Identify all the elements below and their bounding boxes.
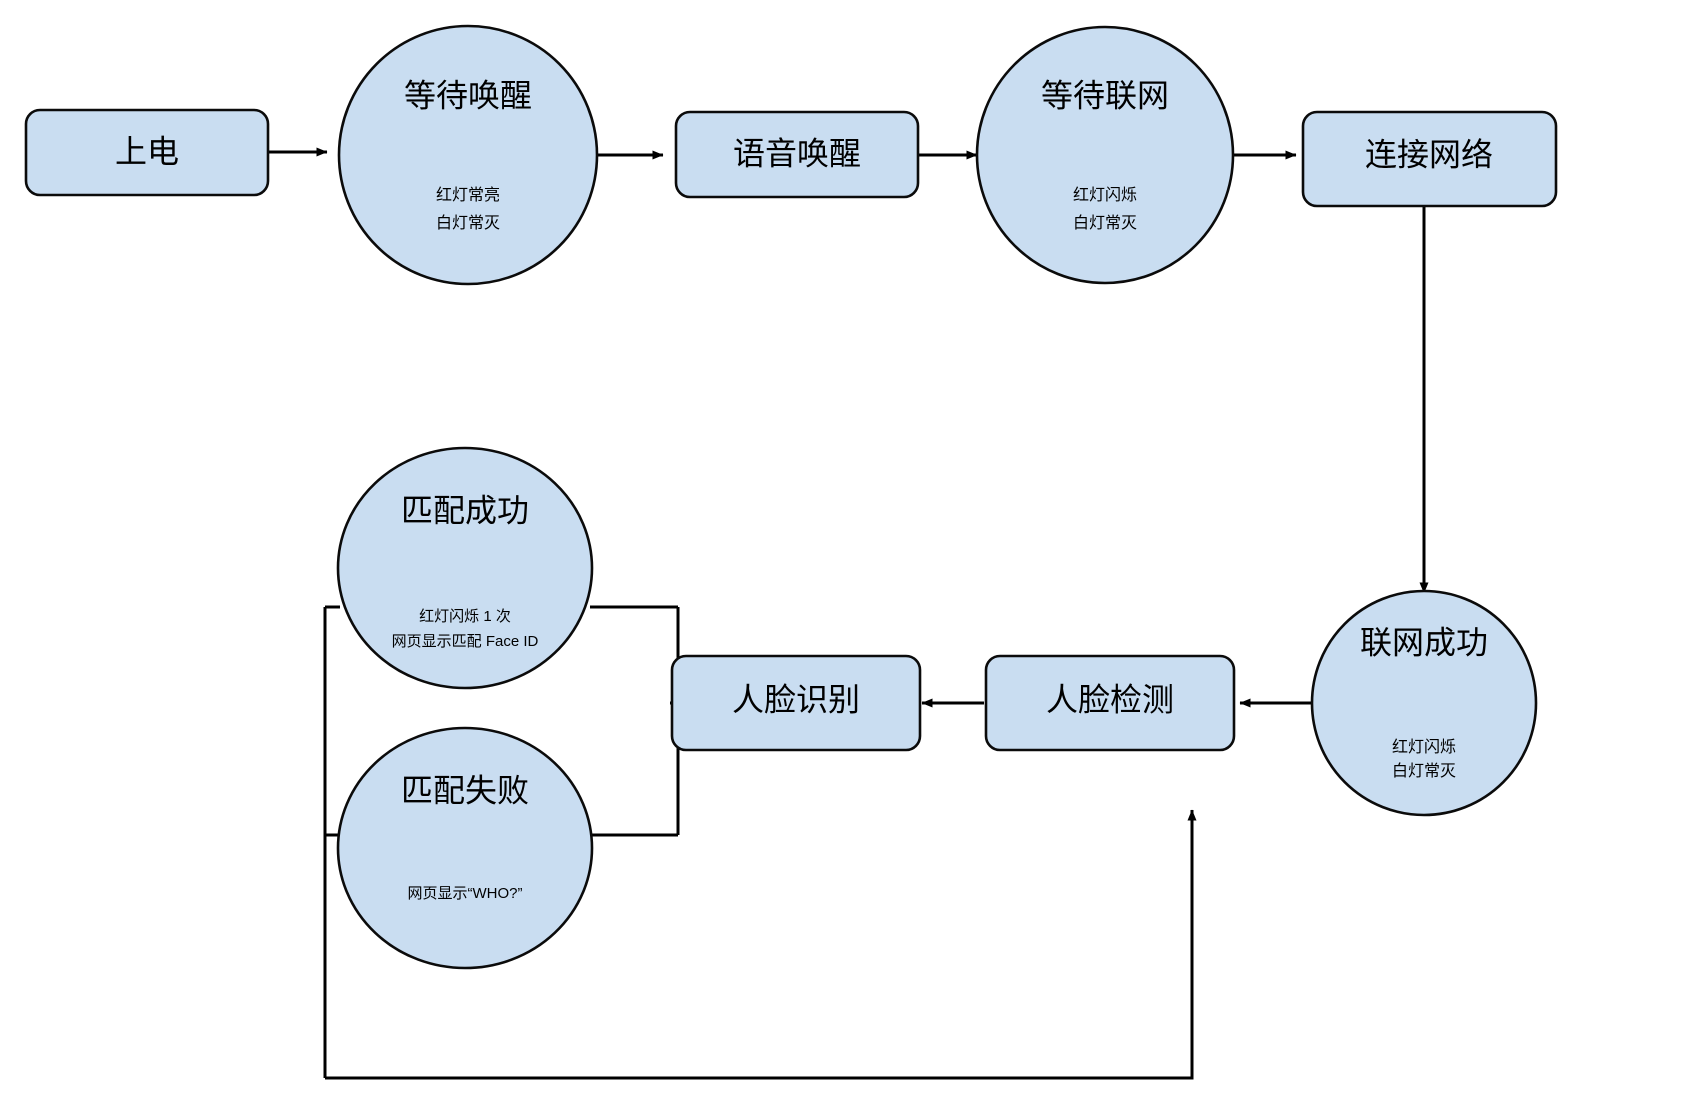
node-wait-network-shape (975, 25, 1235, 285)
node-wait-network[interactable]: 等待联网 红灯闪烁 白灯常灭 (975, 25, 1235, 285)
node-network-ok-shape (1310, 589, 1538, 817)
node-face-recognize-label: 人脸识别 (732, 681, 860, 717)
node-wait-wakeup-detail-2: 白灯常灭 (436, 214, 500, 232)
node-wait-wakeup-shape (337, 24, 599, 286)
node-connect-network[interactable]: 连接网络 (1301, 110, 1558, 208)
node-wait-network-label: 等待联网 (1041, 77, 1169, 113)
node-match-success-detail-1: 红灯闪烁 1 次 (419, 608, 511, 625)
node-voice-wakeup-shape (674, 110, 920, 199)
node-voice-wakeup-label: 语音唤醒 (733, 135, 861, 171)
node-match-fail-shape (336, 726, 594, 970)
node-match-success[interactable]: 匹配成功 红灯闪烁 1 次 网页显示匹配 Face ID (336, 446, 594, 690)
node-connect-network-label: 连接网络 (1365, 136, 1493, 172)
node-wait-wakeup-label: 等待唤醒 (404, 77, 532, 113)
node-face-recognize[interactable]: 人脸识别 (670, 654, 922, 752)
node-match-success-detail-2: 网页显示匹配 Face ID (392, 633, 539, 650)
node-wait-network-detail-2: 白灯常灭 (1073, 214, 1137, 232)
node-wait-network-detail-1: 红灯闪烁 (1073, 186, 1137, 204)
node-match-fail-detail-1: 网页显示“WHO?” (408, 885, 523, 902)
node-match-success-shape (336, 446, 594, 690)
node-voice-wakeup[interactable]: 语音唤醒 (674, 110, 920, 199)
node-network-ok-label: 联网成功 (1360, 624, 1488, 660)
node-wait-wakeup[interactable]: 等待唤醒 红灯常亮 白灯常灭 (337, 24, 599, 286)
node-match-fail-label: 匹配失败 (401, 772, 529, 808)
node-face-detect[interactable]: 人脸检测 (984, 654, 1236, 752)
node-network-ok-detail-1: 红灯闪烁 (1392, 738, 1456, 756)
edge-feedback-loop-to-face-detect (325, 809, 1197, 1080)
node-connect-network-shape (1301, 110, 1558, 208)
node-power-on-shape (24, 108, 270, 197)
node-face-detect-shape (984, 654, 1236, 752)
node-wait-wakeup-detail-1: 红灯常亮 (436, 186, 500, 204)
node-face-detect-label: 人脸检测 (1046, 681, 1174, 717)
node-match-success-label: 匹配成功 (401, 492, 529, 528)
node-network-ok[interactable]: 联网成功 红灯闪烁 白灯常灭 (1310, 589, 1538, 817)
node-match-fail[interactable]: 匹配失败 网页显示“WHO?” (336, 726, 594, 970)
node-power-on-label: 上电 (115, 133, 179, 169)
node-power-on[interactable]: 上电 (24, 108, 270, 197)
node-network-ok-detail-2: 白灯常灭 (1392, 762, 1456, 780)
node-face-recognize-shape (670, 654, 922, 752)
